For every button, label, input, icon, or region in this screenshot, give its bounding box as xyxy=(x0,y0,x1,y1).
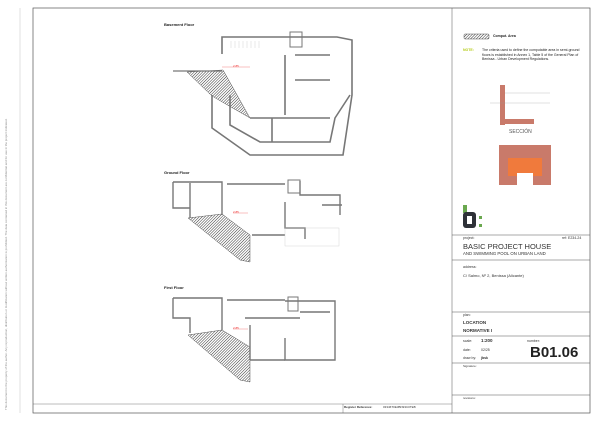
address: C/ Salmo, Nº 2, Benissa (Alicante) xyxy=(463,273,524,278)
project-label: project: xyxy=(463,236,475,240)
project-subtitle: AND SWIMMING POOL ON URBAN LAND xyxy=(463,251,546,256)
address-label: address: xyxy=(463,265,477,269)
scale-label: scale: xyxy=(463,339,473,343)
register-label: Register Reference: xyxy=(344,405,373,409)
plan-title: LOCATION xyxy=(463,320,487,325)
number-label: number: xyxy=(527,339,540,343)
computable-area-hatch xyxy=(187,329,251,383)
first-floor-plan xyxy=(172,296,336,383)
note-label: NOTE: xyxy=(463,48,474,52)
revisions-label: revisions: xyxy=(463,396,476,400)
section-diagram xyxy=(490,85,550,125)
basement-floor-plan xyxy=(173,31,353,156)
plan-diagram xyxy=(499,145,551,185)
computable-area-hatch xyxy=(187,213,251,263)
sheet-number: B01.06 xyxy=(530,344,579,361)
legend-label: Comput. Area xyxy=(493,34,516,38)
date-value: 02/25 xyxy=(481,348,490,352)
first-dimension: 2.85 xyxy=(233,326,239,330)
sidebar-legal-text: This document is the property of the aut… xyxy=(4,118,8,410)
basement-dimension: 2.85 xyxy=(233,64,239,68)
plan-subtitle: NORMATIVE I xyxy=(463,328,493,333)
register-value: 03346T0E3BN93C0TEB xyxy=(383,405,416,409)
signature-label: Signature: xyxy=(463,364,477,368)
basement-floor-label: Basement Floor xyxy=(164,22,195,27)
plan-label: plan: xyxy=(463,313,471,317)
legend-hatch-swatch xyxy=(463,33,490,40)
drawn-by-value: jbsk xyxy=(481,356,489,360)
date-label: date: xyxy=(463,348,471,352)
ground-dimension: 2.85 xyxy=(233,210,239,214)
computable-area-hatch xyxy=(186,69,251,119)
scale-value: 1:200 xyxy=(481,338,493,343)
logo xyxy=(463,205,482,228)
drawn-by-label: draw by: xyxy=(463,356,477,360)
project-ref: ref: E234-24 xyxy=(562,236,582,240)
sheet-frame xyxy=(32,7,591,414)
ground-floor-label: Ground Floor xyxy=(164,170,190,175)
first-floor-label: First Floor xyxy=(164,285,184,290)
section-caption: SECCIÓN xyxy=(509,129,532,135)
note-text: The criteria used to define the computab… xyxy=(482,48,580,61)
ground-floor-plan xyxy=(172,179,342,263)
project-title: BASIC PROJECT HOUSE xyxy=(463,242,552,251)
